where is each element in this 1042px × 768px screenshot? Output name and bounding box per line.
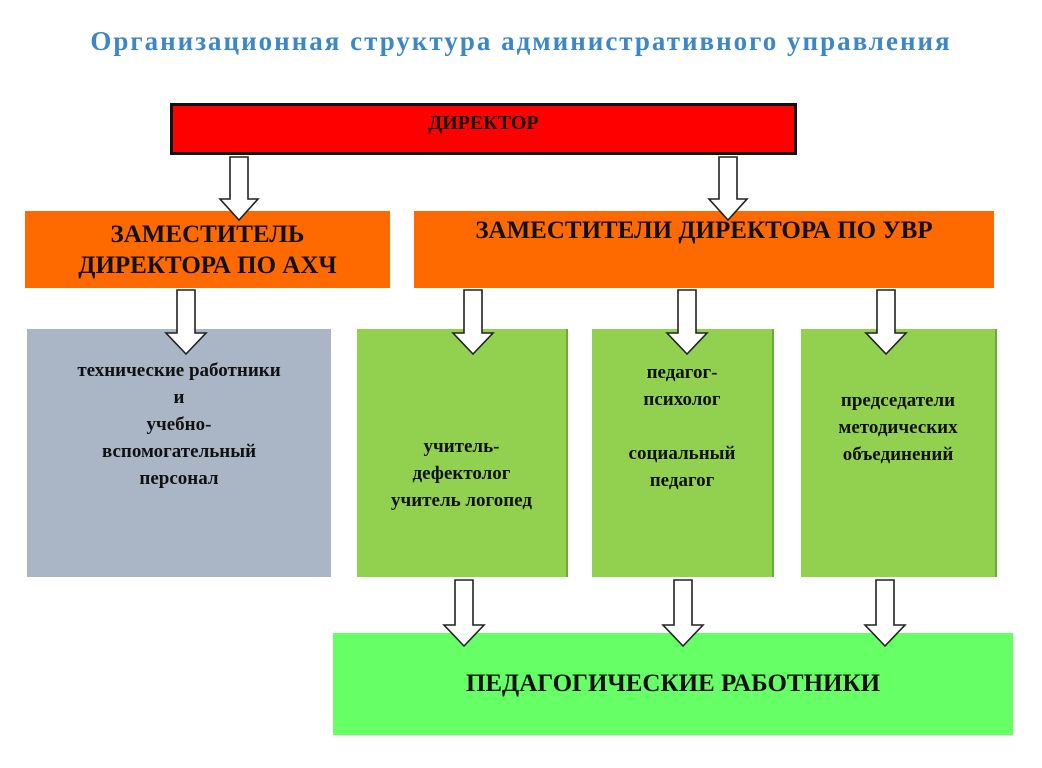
technical-staff-box: технические работники и учебно- вспомога… — [27, 329, 331, 577]
arrow-methodical-to-teaching — [863, 579, 907, 648]
psychologist-box: педагог- психолог социальный педагог — [592, 329, 774, 577]
arrow-uvr-to-defectologist — [451, 289, 495, 356]
arrow-uvr-to-methodical — [864, 289, 908, 356]
arrow-psychologist-to-teaching — [661, 579, 705, 648]
director-box: ДИРЕКТОР — [170, 103, 797, 155]
arrow-director-to-uvr — [707, 156, 749, 222]
methodical-heads-box: председатели методических объединений — [801, 329, 997, 577]
arrow-director-to-axh — [218, 156, 260, 222]
arrow-uvr-to-psychologist — [665, 289, 709, 356]
deputy-uvr-box: ЗАМЕСТИТЕЛИ ДИРЕКТОРА ПО УВР — [414, 211, 994, 288]
arrow-defectologist-to-teaching — [442, 579, 486, 648]
defectologist-box: учитель- дефектолог учитель логопед — [357, 329, 568, 577]
arrow-axh-to-staff — [164, 289, 208, 356]
teaching-staff-box: ПЕДАГОГИЧЕСКИЕ РАБОТНИКИ — [333, 633, 1013, 735]
deputy-axh-box: ЗАМЕСТИТЕЛЬ ДИРЕКТОРА ПО АХЧ — [25, 211, 390, 288]
diagram-title: Организационная структура административн… — [90, 26, 952, 56]
